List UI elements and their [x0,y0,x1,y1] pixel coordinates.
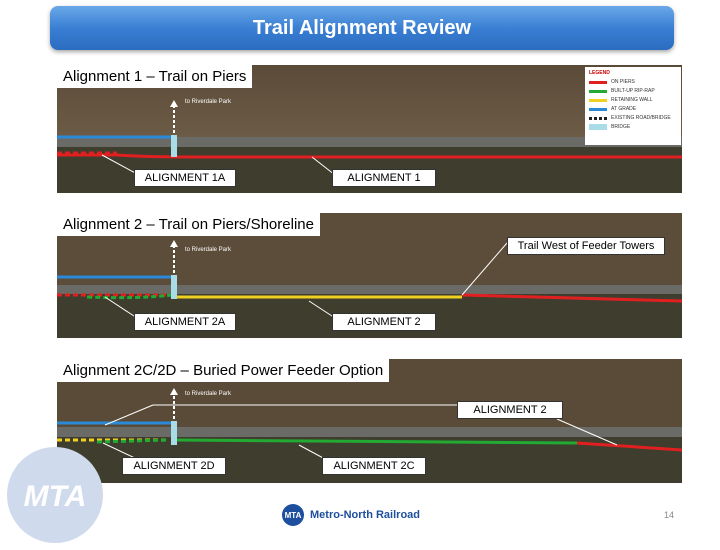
panel-2-caption: Alignment 2 – Trail on Piers/Shoreline [57,213,320,236]
panel-1-caption: Alignment 1 – Trail on Piers [57,65,253,88]
legend-item: AT GRADE [589,106,636,112]
legend-item: BUILT-UP RIP-RAP [589,88,655,94]
bridge-marker-1 [171,135,177,157]
page-number: 14 [664,510,675,520]
slide-title-bar: Trail Alignment Review [50,6,674,50]
label-alignment-2: ALIGNMENT 2 [332,313,436,331]
legend-item: ON PIERS [589,79,635,85]
legend-title: LEGEND [589,70,610,76]
label-alignment-2-option: ALIGNMENT 2 [457,401,563,419]
map-legend: LEGEND ON PIERS BUILT-UP RIP-RAP RETAINI… [585,67,681,145]
railroad-name: Metro-North Railroad [310,509,420,521]
alignment-2c-route [176,438,578,445]
alignment-1-panel: Alignment 1 – Trail on Piers to Riverdal… [57,65,682,193]
legend-item: EXISTING ROAD/BRIDGE [589,115,671,121]
park-label-1: to Riverdale Park [185,99,232,105]
park-label-3: to Riverdale Park [185,391,232,397]
label-alignment-1a: ALIGNMENT 1A [134,169,236,187]
mta-logo-icon: MTA [282,504,304,526]
slide-title: Trail Alignment Review [252,16,472,39]
label-alignment-1: ALIGNMENT 1 [332,169,436,187]
mta-watermark-icon: MTA [7,447,103,543]
label-alignment-2a: ALIGNMENT 2A [134,313,236,331]
label-alignment-2c: ALIGNMENT 2C [322,457,426,475]
park-label-2: to Riverdale Park [185,247,232,253]
legend-item: BRIDGE [589,124,630,130]
svg-text:MTA: MTA [24,480,87,513]
alignment-2-panel: Alignment 2 – Trail on Piers/Shoreline t… [57,213,682,338]
callout-feeder-towers: Trail West of Feeder Towers [507,237,665,255]
alignment-2c-2d-panel: Alignment 2C/2D – Buried Power Feeder Op… [57,359,682,483]
legend-item: RETAINING WALL [589,97,653,103]
metro-north-logo: MTA Metro-North Railroad [282,504,420,526]
panel-3-caption: Alignment 2C/2D – Buried Power Feeder Op… [57,359,390,382]
label-alignment-2d: ALIGNMENT 2D [122,457,226,475]
